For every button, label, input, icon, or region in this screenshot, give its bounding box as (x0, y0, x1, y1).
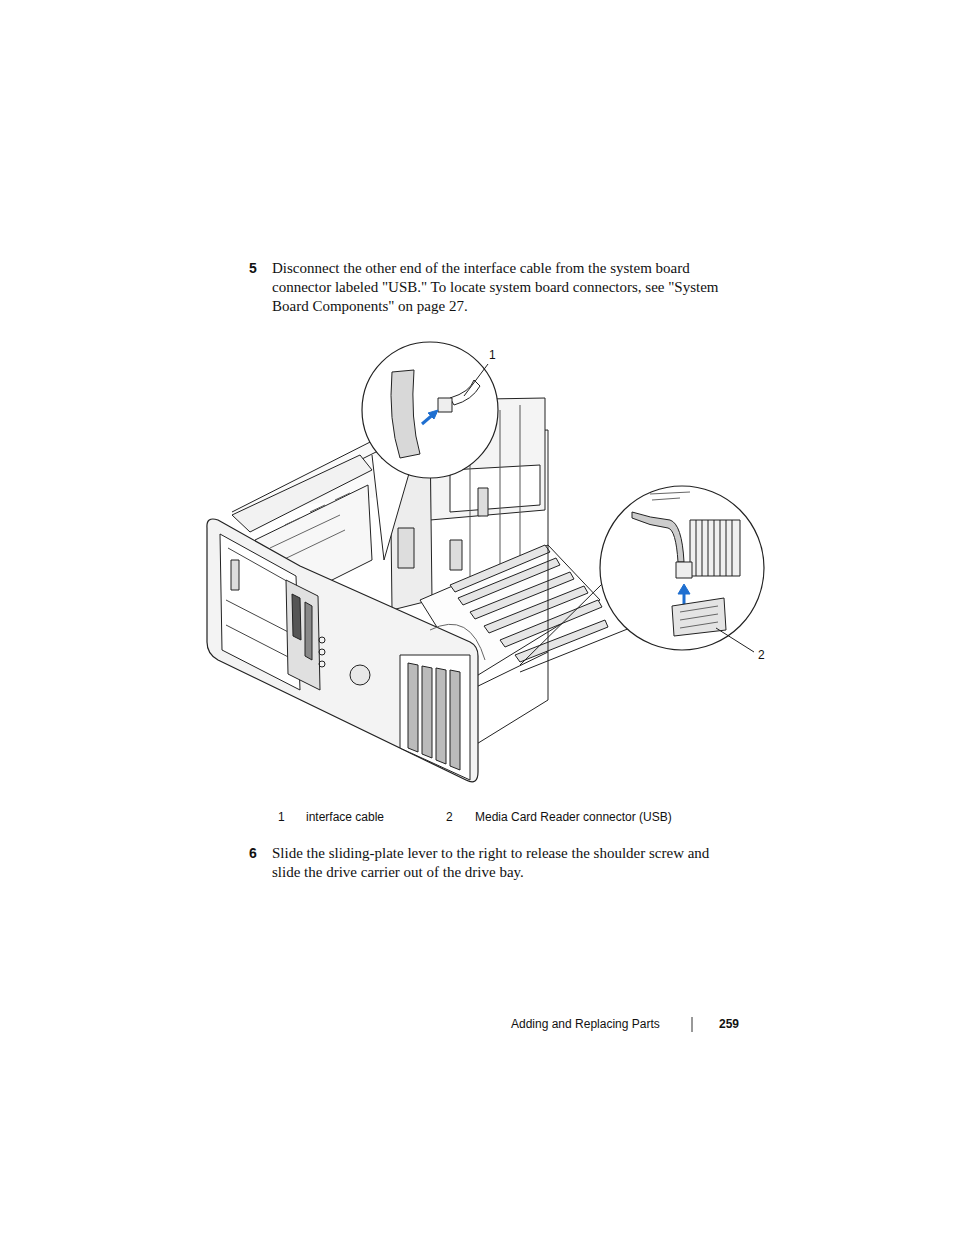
callout-number: 2 (758, 648, 765, 663)
legend-number: 2 (446, 810, 453, 825)
page-number: 259 (719, 1017, 739, 1032)
step-number: 6 (249, 844, 257, 863)
legend-text: Media Card Reader connector (USB) (475, 810, 672, 825)
legend-text: interface cable (306, 810, 384, 825)
step-text: Slide the sliding-plate lever to the rig… (272, 844, 738, 882)
step-number: 5 (249, 259, 257, 278)
step-text: Disconnect the other end of the interfac… (272, 259, 738, 316)
callout-number: 1 (489, 348, 496, 363)
footer-text: Adding and Replacing Parts (511, 1017, 660, 1032)
legend-number: 1 (278, 810, 285, 825)
